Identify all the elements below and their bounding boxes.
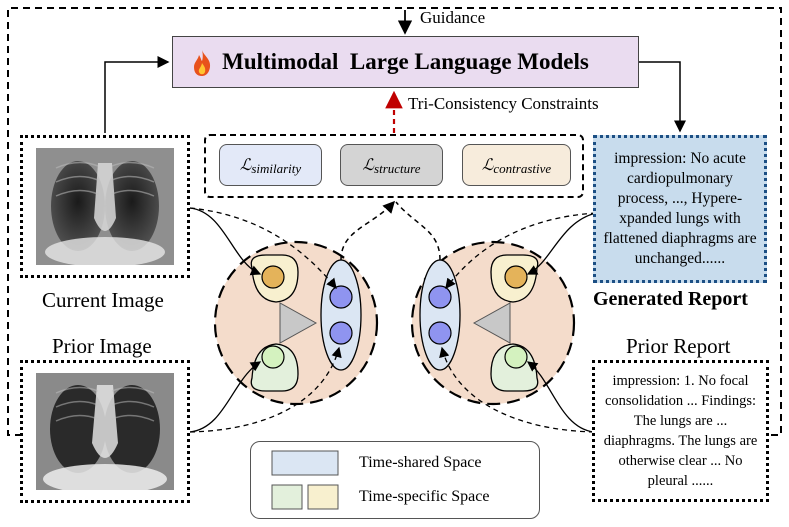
constraints-label: Tri-Consistency Constraints [408, 94, 599, 113]
generated-report-links [526, 212, 597, 275]
report-structure-triangle [472, 302, 511, 344]
current-image-links [189, 207, 262, 276]
current-image-frame [20, 135, 190, 278]
fire-icon [194, 50, 211, 76]
shared-to-losses-links [340, 200, 396, 261]
generated-report-label: Generated Report [593, 288, 748, 310]
llm-title: Multimodal Large Language Models [222, 49, 589, 74]
image-to-llm-arrow [104, 56, 170, 133]
llm-box: Multimodal Large Language Models [172, 36, 639, 88]
generated-report-box: impression: No acute cardiopulmonary pro… [593, 135, 767, 283]
loss-group [204, 134, 584, 198]
prior-image-frame [20, 360, 190, 503]
prior-report-label: Prior Report [626, 334, 731, 358]
image-shared-space [320, 259, 362, 371]
guidance-label: Guidance [420, 8, 486, 27]
prior-report-box: impression: 1. No focal consolidation ..… [592, 360, 769, 502]
current-image-label: Current Image [42, 288, 164, 312]
prior-report-text: impression: 1. No focal consolidation ..… [603, 373, 758, 489]
prior-report-links [526, 361, 595, 433]
generated-report-text: impression: No acute cardiopulmonary pro… [603, 150, 757, 267]
legend: Time-shared Space Time-specific Space [250, 441, 540, 519]
legend-specific-yellow-swatch [307, 484, 339, 510]
prior-image-label: Prior Image [52, 334, 152, 358]
llm-to-report-arrow [639, 61, 686, 133]
report-shared-space [419, 259, 461, 371]
legend-shared-label: Time-shared Space [359, 454, 482, 471]
legend-specific-label: Time-specific Space [359, 488, 490, 505]
prior-xray-image [36, 373, 174, 490]
legend-shared-swatch [271, 450, 339, 476]
current-xray-image [36, 148, 174, 265]
prior-image-links [189, 361, 262, 433]
legend-specific-green-swatch [271, 484, 303, 510]
image-structure-triangle [279, 302, 318, 344]
